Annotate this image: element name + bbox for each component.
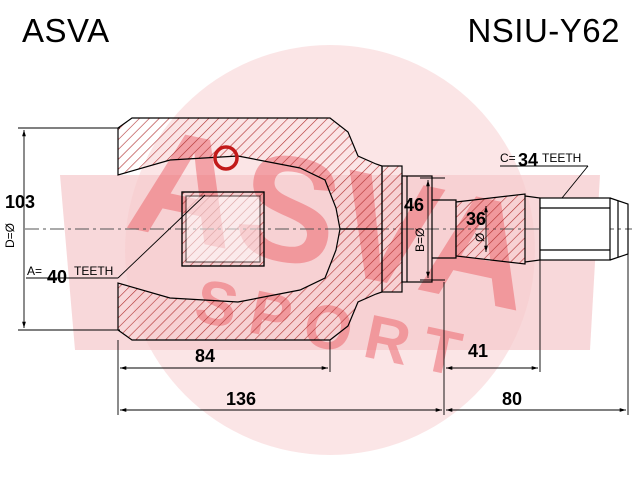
dim-d-value: 103 — [5, 192, 35, 212]
dim-c-value: 34 — [518, 150, 538, 170]
dim-shaft-symbol: Ø — [473, 233, 487, 242]
dim-41: 41 — [468, 341, 488, 361]
dim-d-label: D=Ø — [3, 223, 17, 248]
dim-a-suffix: TEETH — [74, 264, 113, 278]
joint-housing — [117, 117, 383, 341]
dim-shaft-value: 36 — [466, 209, 486, 229]
dimension-lines — [18, 127, 629, 415]
brand-name: ASVA — [22, 12, 110, 49]
dim-b-value: 46 — [404, 195, 424, 215]
dim-84: 84 — [195, 346, 215, 366]
part-number: NSIU-Y62 — [467, 12, 620, 49]
dim-b-label: B=Ø — [413, 228, 427, 252]
dim-a-prefix: A= — [27, 264, 42, 278]
dim-c-suffix: TEETH — [542, 151, 581, 165]
shaft — [432, 193, 629, 265]
dim-a-value: 40 — [47, 267, 67, 287]
dim-c-prefix: C= — [500, 151, 516, 165]
seal-flange — [381, 165, 433, 293]
dim-136: 136 — [226, 389, 256, 409]
dim-80: 80 — [502, 389, 522, 409]
